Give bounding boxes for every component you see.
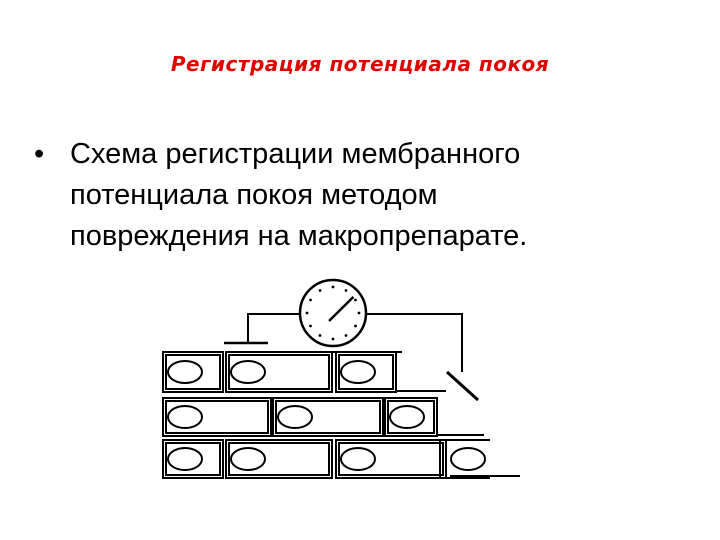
muscle-cell — [384, 397, 438, 437]
muscle-cell — [225, 439, 333, 479]
meter-tick — [318, 334, 322, 337]
meter-tick — [354, 298, 357, 302]
cell-nucleus — [230, 447, 266, 471]
cell-nucleus — [450, 447, 486, 471]
cell-nucleus — [167, 447, 203, 471]
meter-needle — [328, 296, 355, 322]
muscle-cell-membrane — [338, 442, 444, 476]
cell-nucleus — [340, 360, 376, 384]
meter-tick — [318, 289, 322, 292]
muscle-cell — [225, 351, 333, 393]
muscle-cell-membrane — [165, 354, 221, 390]
slide-title: Регистрация потенциала покоя — [170, 52, 550, 76]
meter-tick — [344, 289, 348, 292]
right-electrode — [445, 370, 480, 402]
muscle-cell-membrane — [165, 442, 221, 476]
meter-tick — [331, 285, 335, 289]
meter-tick — [309, 298, 312, 302]
cell-nucleus — [277, 405, 313, 429]
muscle-cell — [162, 351, 224, 393]
cell-nucleus — [340, 447, 376, 471]
muscle-cell — [335, 351, 397, 393]
meter-tick — [354, 324, 357, 328]
galvanometer — [298, 278, 368, 348]
cut-cell — [439, 439, 490, 479]
cell-nucleus — [167, 405, 203, 429]
meter-tick — [331, 337, 335, 341]
meter-tick — [344, 334, 348, 337]
muscle-cell — [162, 397, 272, 437]
meter-tick — [309, 324, 312, 328]
meter-dial — [298, 278, 368, 348]
cell-nucleus — [389, 405, 425, 429]
muscle-cell-membrane — [228, 354, 330, 390]
muscle-cell-membrane — [165, 400, 269, 434]
bullet-text: Схема регистрации мембранного потенциала… — [70, 138, 528, 252]
meter-tick — [305, 311, 309, 315]
muscle-cell-membrane — [275, 400, 381, 434]
bullet-marker: • — [34, 138, 45, 170]
left-electrode-wire — [247, 313, 300, 343]
muscle-cell-membrane — [228, 442, 330, 476]
muscle-cell — [162, 439, 224, 479]
muscle-cell — [335, 439, 447, 479]
cell-nucleus — [230, 360, 266, 384]
muscle-cell — [272, 397, 384, 437]
meter-tick — [357, 311, 361, 315]
cell-nucleus — [167, 360, 203, 384]
muscle-cell-membrane — [338, 354, 394, 390]
bullet-item: • Схема регистрации мембранного потенциа… — [34, 134, 674, 257]
muscle-cell-membrane — [387, 400, 435, 434]
right-electrode-wire — [366, 313, 463, 372]
